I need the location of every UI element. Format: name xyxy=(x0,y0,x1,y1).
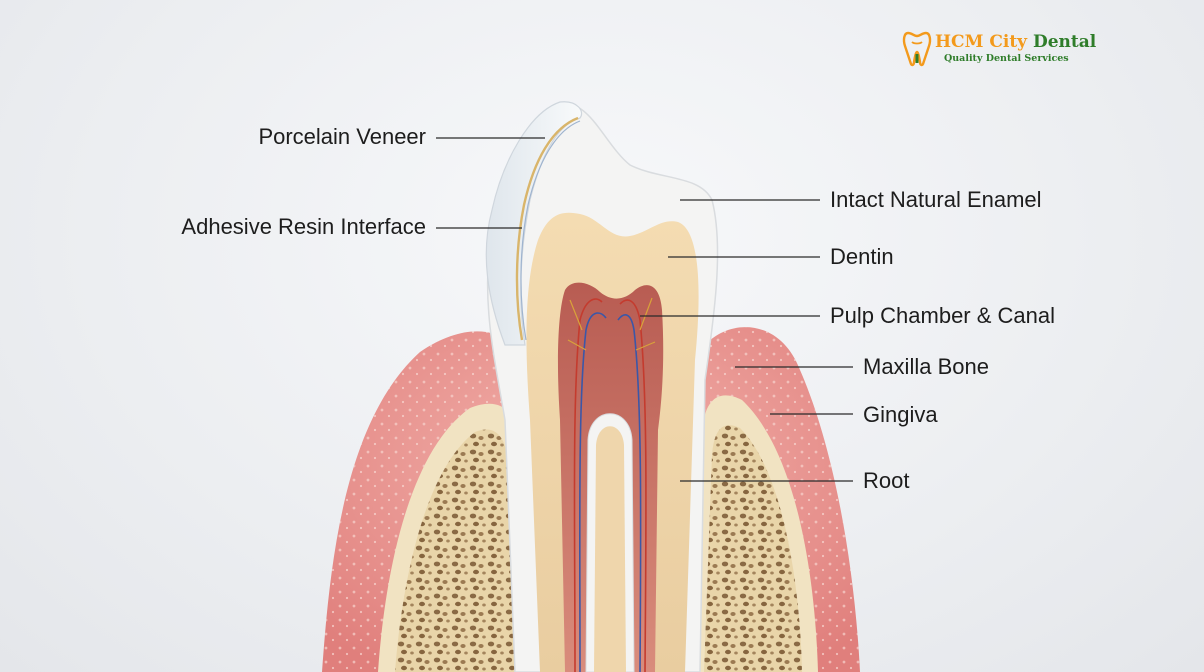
label-root: Root xyxy=(863,468,910,493)
label-gingiva: Gingiva xyxy=(863,402,938,427)
label-intact-natural-enamel: Intact Natural Enamel xyxy=(830,187,1042,212)
tooth-logo-icon xyxy=(902,31,932,67)
label-dentin: Dentin xyxy=(830,244,894,269)
adhesive-resin-line xyxy=(515,116,579,341)
label-porcelain-veneer: Porcelain Veneer xyxy=(258,124,426,149)
logo-name: HCM City Dental xyxy=(935,32,1096,52)
label-adhesive-resin-interface: Adhesive Resin Interface xyxy=(181,214,426,239)
logo-tagline: Quality Dental Services xyxy=(944,53,1069,64)
leader-lines xyxy=(436,137,853,482)
label-maxilla-bone: Maxilla Bone xyxy=(863,354,989,379)
label-pulp-chamber-canal: Pulp Chamber & Canal xyxy=(830,303,1056,328)
clinic-logo: HCM City Dental Quality Dental Services xyxy=(902,30,1096,70)
logo-name-part1: HCM City xyxy=(935,32,1028,52)
porcelain-veneer-shape xyxy=(485,101,583,346)
logo-name-part2: Dental xyxy=(1032,32,1097,52)
blood-vessels xyxy=(567,297,656,672)
